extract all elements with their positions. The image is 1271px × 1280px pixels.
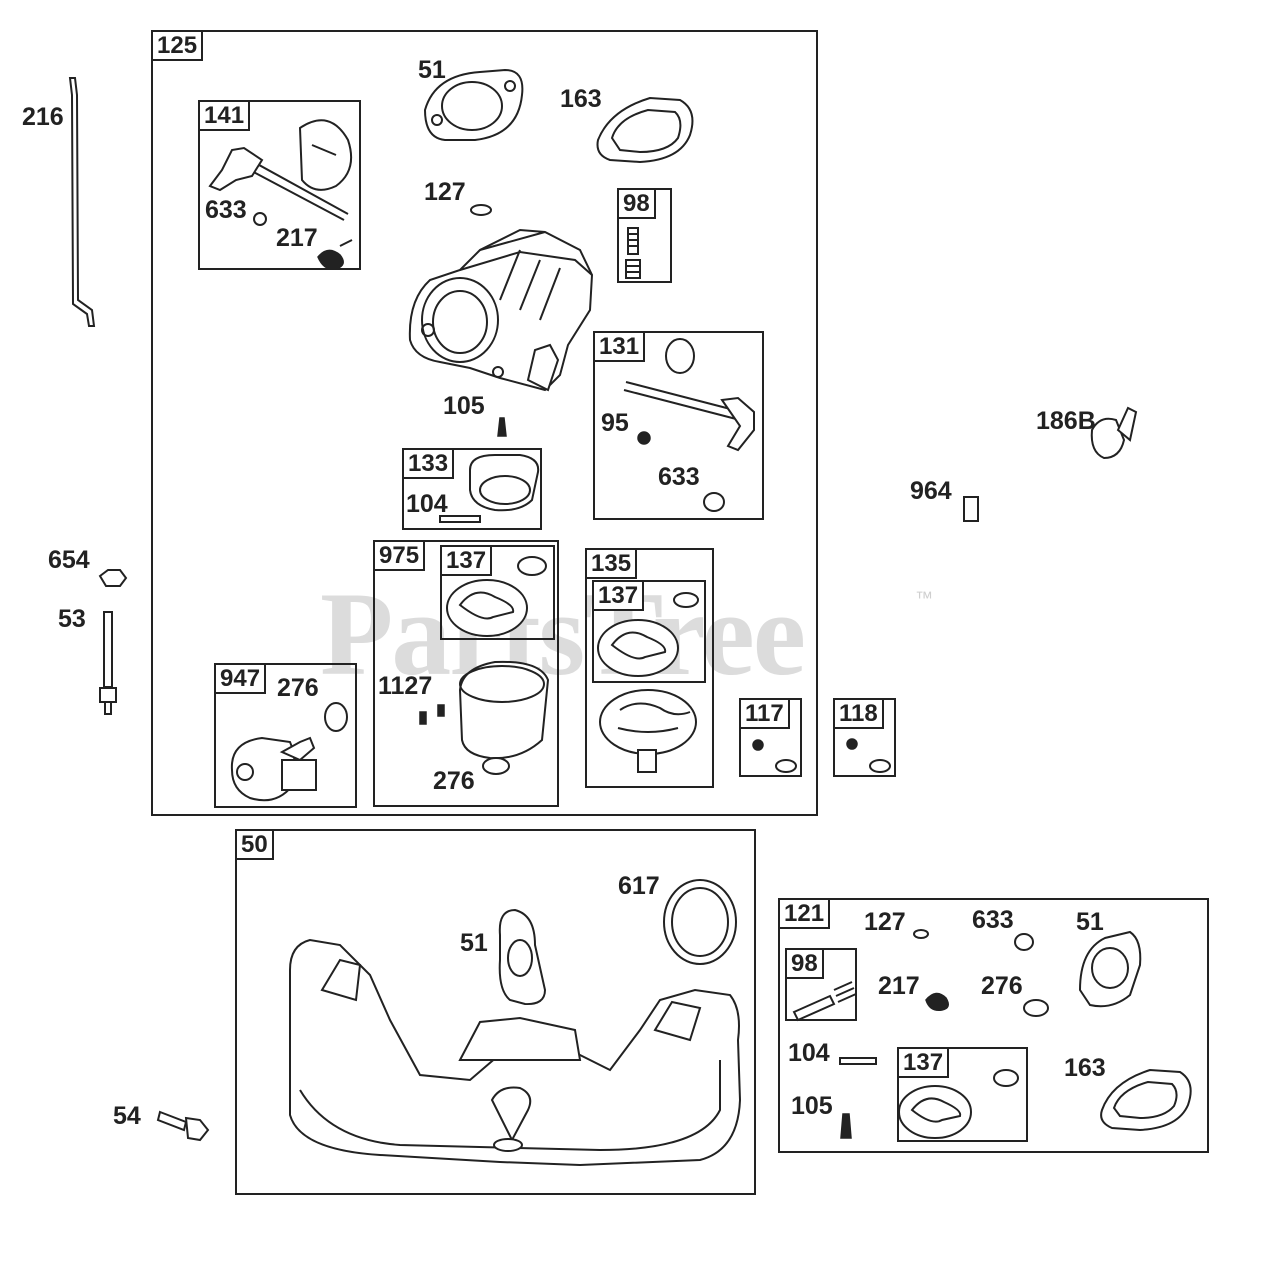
callout-633-kit: 633 [972,906,1014,934]
part-186b-fitting [1090,406,1138,460]
callout-163-kit: 163 [1064,1054,1106,1082]
kit-tag-137-kit: 137 [899,1049,950,1078]
kit-box-135: 135 [585,548,714,788]
callout-186b: 186B [1036,407,1096,435]
part-633-bushing-kit [1014,933,1034,951]
part-163-gasket-top [596,96,694,164]
kit-box-137-kit: 137 [897,1047,1028,1142]
kit-box-117: 117 [739,698,802,777]
callout-51-top: 51 [418,56,446,84]
part-105-needle-kit [840,1113,852,1139]
part-141-choke-shaft [208,119,353,270]
kit-tag-118: 118 [835,700,884,729]
part-137-gasket-135 [597,592,699,677]
trademark-symbol: ™ [915,588,933,608]
callout-51-kit: 51 [1076,908,1104,936]
callout-217-choke: 217 [276,224,318,252]
callout-104-kit: 104 [788,1039,830,1067]
callout-276-bowl: 276 [433,767,475,795]
part-51-gasket-manifold [498,908,547,1006]
kit-box-125: 125 [151,30,818,816]
part-133-float [439,454,540,523]
callout-54: 54 [113,1102,141,1130]
part-51-gasket-top [423,68,524,141]
part-117-kit [752,739,797,773]
kit-tag-131: 131 [595,333,646,362]
kit-box-137-in-975: 137 [440,545,555,640]
kit-box-947: 947 [214,663,357,808]
kit-tag-133: 133 [404,450,455,479]
callout-105-kit: 105 [791,1092,833,1120]
kit-box-975: 975 [373,540,559,807]
kit-tag-98-top: 98 [619,190,656,219]
part-276-oring-kit [1023,999,1049,1017]
kit-tag-121: 121 [780,900,831,929]
callout-216: 216 [22,103,64,131]
part-163-gasket-kit [1100,1068,1192,1132]
callout-964: 964 [910,477,952,505]
kit-box-50: 50 [235,829,756,1195]
kit-box-131: 131 [593,331,764,520]
kit-tag-141: 141 [200,102,251,131]
part-654-nut [98,569,128,587]
kit-tag-125: 125 [153,32,204,61]
callout-633-choke: 633 [205,196,247,224]
kit-tag-117: 117 [741,700,790,729]
part-51-gasket-kit [1078,930,1142,1008]
kit-box-118: 118 [833,698,896,777]
part-975-bowl [419,660,550,775]
part-127-oring-kit [913,929,929,939]
kit-box-137-in-135: 137 [592,580,706,683]
part-carburetor-body [408,228,594,392]
kit-tag-135: 135 [587,550,638,579]
part-53-stud [99,611,117,715]
part-98-screw-spring-top [625,227,641,279]
kit-box-133: 133 [402,448,542,530]
callout-95: 95 [601,409,629,437]
callout-53: 53 [58,605,86,633]
part-137-gasket-975 [446,556,547,637]
part-217-spring-kit [925,992,949,1012]
callout-617: 617 [618,872,660,900]
callout-276-kit: 276 [981,972,1023,1000]
kit-box-121: 121 [778,898,1209,1153]
kit-tag-975: 975 [375,542,426,571]
callout-217-kit: 217 [878,972,920,1000]
part-54-bolt [156,1110,210,1142]
part-137-gasket-kit [898,1069,1019,1139]
part-118-kit [846,738,891,773]
part-131-throttle-shaft [623,338,755,512]
part-104-pin-kit [839,1057,877,1065]
callout-163-top: 163 [560,85,602,113]
part-127-oring-top [470,204,492,216]
callout-654: 654 [48,546,90,574]
callout-127-kit: 127 [864,908,906,936]
part-964-sleeve [963,496,979,522]
part-50-intake-manifold [289,938,742,1167]
part-98-screw-spring-kit [792,981,857,1022]
callout-1127: 1127 [378,672,433,700]
part-135-bowl-assembly [599,689,697,773]
kit-tag-947: 947 [216,665,267,694]
watermark-text: PartsTree [320,567,806,700]
kit-box-141: 141 [198,100,361,270]
part-105-needle-top [497,417,507,437]
kit-tag-50: 50 [237,831,274,860]
kit-box-98-kit: 98 [785,948,857,1021]
part-947-solenoid [230,702,348,802]
part-216-link-rod [68,77,96,327]
callout-633-throttle: 633 [658,463,700,491]
callout-51-manifold: 51 [460,929,488,957]
kit-box-98-top: 98 [617,188,672,283]
part-617-ring [663,879,737,965]
callout-127-top: 127 [424,178,466,206]
callout-276-solenoid: 276 [277,674,319,702]
callout-104-float: 104 [406,490,448,518]
kit-tag-98-kit: 98 [787,950,824,979]
callout-105-top: 105 [443,392,485,420]
kit-tag-137-in-975: 137 [442,547,493,576]
kit-tag-137-in-135: 137 [594,582,645,611]
